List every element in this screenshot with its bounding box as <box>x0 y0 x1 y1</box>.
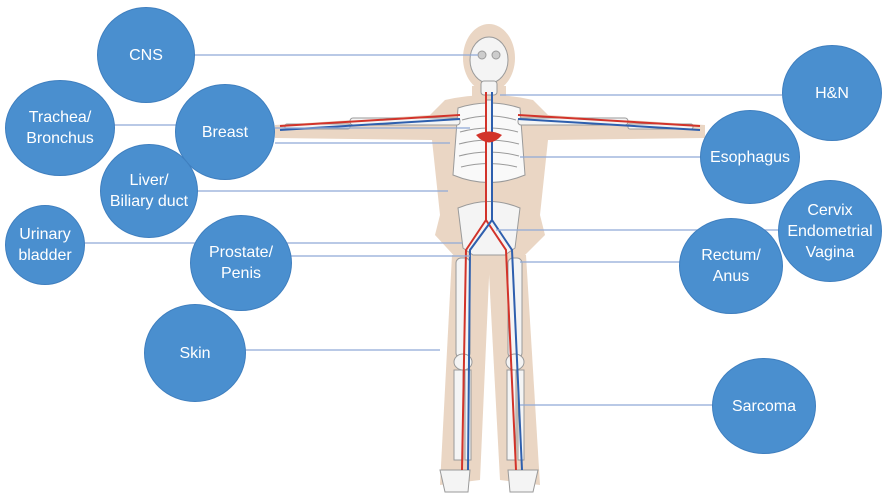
bubble-cns[interactable]: CNS <box>97 7 195 103</box>
bubble-esophagus-label: Esophagus <box>710 147 790 168</box>
bubble-esophagus[interactable]: Esophagus <box>700 110 800 204</box>
bubble-breast-label: Breast <box>202 122 248 143</box>
bubble-sarcoma[interactable]: Sarcoma <box>712 358 816 454</box>
bubble-rectum-label: Rectum/ Anus <box>701 245 761 287</box>
bubble-skin[interactable]: Skin <box>144 304 246 402</box>
bubble-trachea-label: Trachea/ Bronchus <box>26 107 94 149</box>
bubble-cervix-endometrial-vagina[interactable]: Cervix Endometrial Vagina <box>778 180 882 282</box>
bubble-hn-label: H&N <box>815 83 849 104</box>
bubble-hn[interactable]: H&N <box>782 45 882 141</box>
bubble-prostate-label: Prostate/ Penis <box>209 242 273 284</box>
bubble-cns-label: CNS <box>129 45 163 66</box>
bubble-skin-label: Skin <box>179 343 210 364</box>
bubble-liver-label: Liver/ Biliary duct <box>110 170 188 212</box>
bubble-prostate-penis[interactable]: Prostate/ Penis <box>190 215 292 311</box>
bubble-urinary-bladder[interactable]: Urinary bladder <box>5 205 85 285</box>
bubble-cervix-label: Cervix Endometrial Vagina <box>787 200 872 263</box>
bubble-trachea-bronchus[interactable]: Trachea/ Bronchus <box>5 80 115 176</box>
bubble-sarcoma-label: Sarcoma <box>732 396 796 417</box>
bubble-rectum-anus[interactable]: Rectum/ Anus <box>679 218 783 314</box>
bubble-liver-biliary-duct[interactable]: Liver/ Biliary duct <box>100 144 198 238</box>
bubble-urinary-label: Urinary bladder <box>18 224 71 266</box>
